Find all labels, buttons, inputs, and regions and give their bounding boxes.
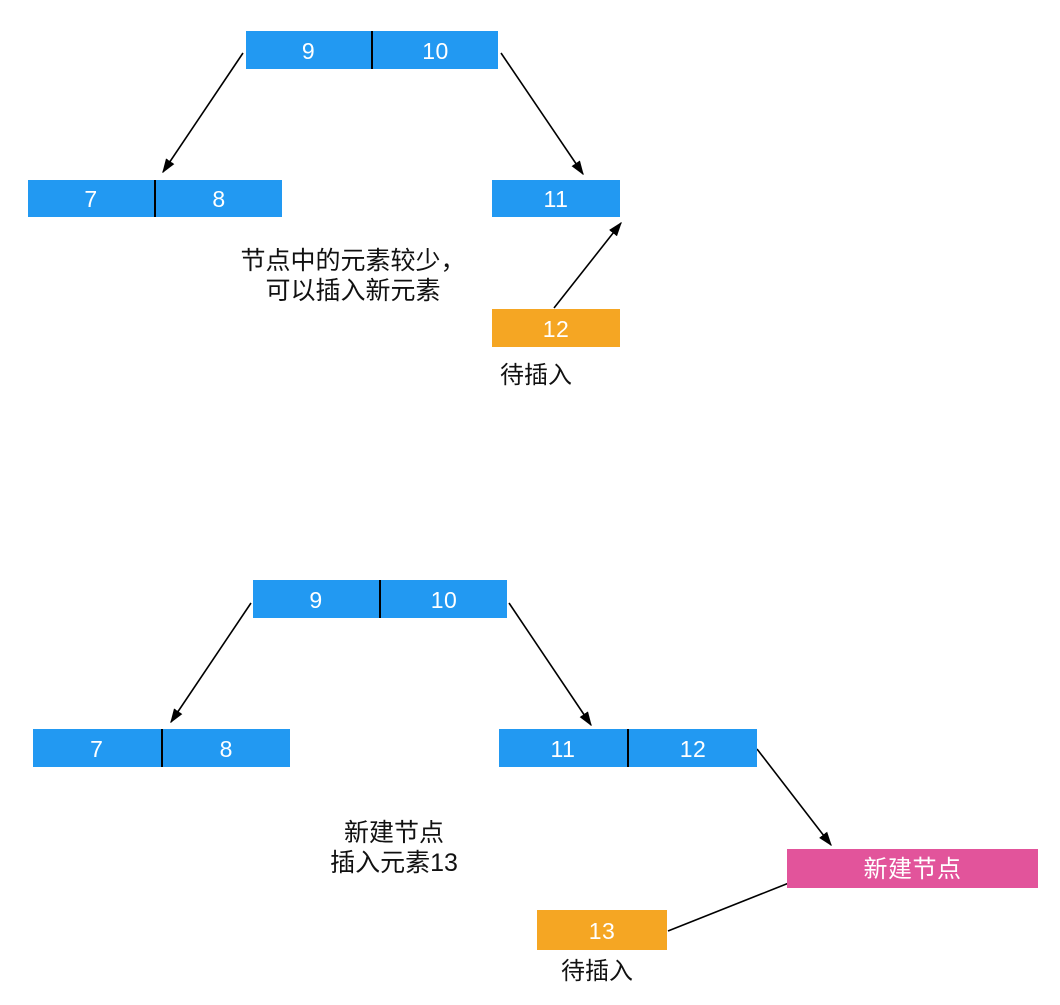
arrow-d1-pending-to-right-child — [553, 221, 622, 309]
arrow-d2-root-to-left-child — [170, 602, 252, 724]
node-label: 新建节点 — [863, 855, 962, 883]
node-key: 10 — [430, 586, 458, 613]
d1-pending-label: 待插入 — [500, 362, 572, 389]
d2-note-line2: 插入元素13 — [330, 849, 458, 877]
arrow-d1-root-to-left-child — [162, 52, 244, 174]
d2-note: 新建节点 插入元素13 — [244, 818, 544, 878]
cell-divider — [379, 580, 381, 618]
cell-divider — [627, 729, 629, 767]
node-key: 9 — [309, 586, 323, 613]
d2-note-line1: 新建节点 — [343, 819, 444, 847]
node-key: 12 — [679, 735, 707, 762]
node-key: 13 — [588, 917, 616, 944]
node-key: 7 — [84, 186, 98, 212]
node-key: 7 — [90, 735, 104, 762]
d1-right-child-node: 11 — [492, 180, 620, 217]
d2-pending-label: 待插入 — [561, 958, 633, 985]
node-key: 11 — [543, 186, 569, 212]
arrow-d2-right-child-to-new-node — [756, 748, 832, 847]
d1-left-child-node: 7 8 — [28, 180, 282, 217]
d1-pending-node: 12 — [492, 309, 620, 347]
d2-root-node: 9 10 — [253, 580, 507, 618]
d2-left-child-node: 7 8 — [33, 729, 290, 767]
d2-right-child-node: 11 12 — [499, 729, 757, 767]
d1-note: 节点中的元素较少， 可以插入新元素 — [203, 246, 503, 306]
node-key: 9 — [301, 37, 316, 64]
d2-new-node: 新建节点 — [787, 849, 1038, 888]
arrow-d1-root-to-right-child — [500, 52, 584, 176]
cell-divider — [371, 31, 373, 69]
d2-pending-node: 13 — [537, 910, 667, 950]
node-key: 8 — [219, 735, 233, 762]
arrow-d2-pending-to-new-node — [667, 876, 806, 932]
node-key: 12 — [542, 315, 570, 342]
node-key: 8 — [212, 186, 226, 212]
node-key: 10 — [422, 37, 449, 64]
d1-note-line1: 节点中的元素较少， — [240, 247, 466, 275]
arrow-d2-root-to-right-child — [508, 602, 592, 727]
node-key: 11 — [550, 735, 576, 762]
cell-divider — [160, 729, 163, 767]
d1-note-line2: 可以插入新元素 — [265, 277, 441, 305]
d1-root-node: 9 10 — [246, 31, 498, 69]
cell-divider — [154, 180, 156, 217]
